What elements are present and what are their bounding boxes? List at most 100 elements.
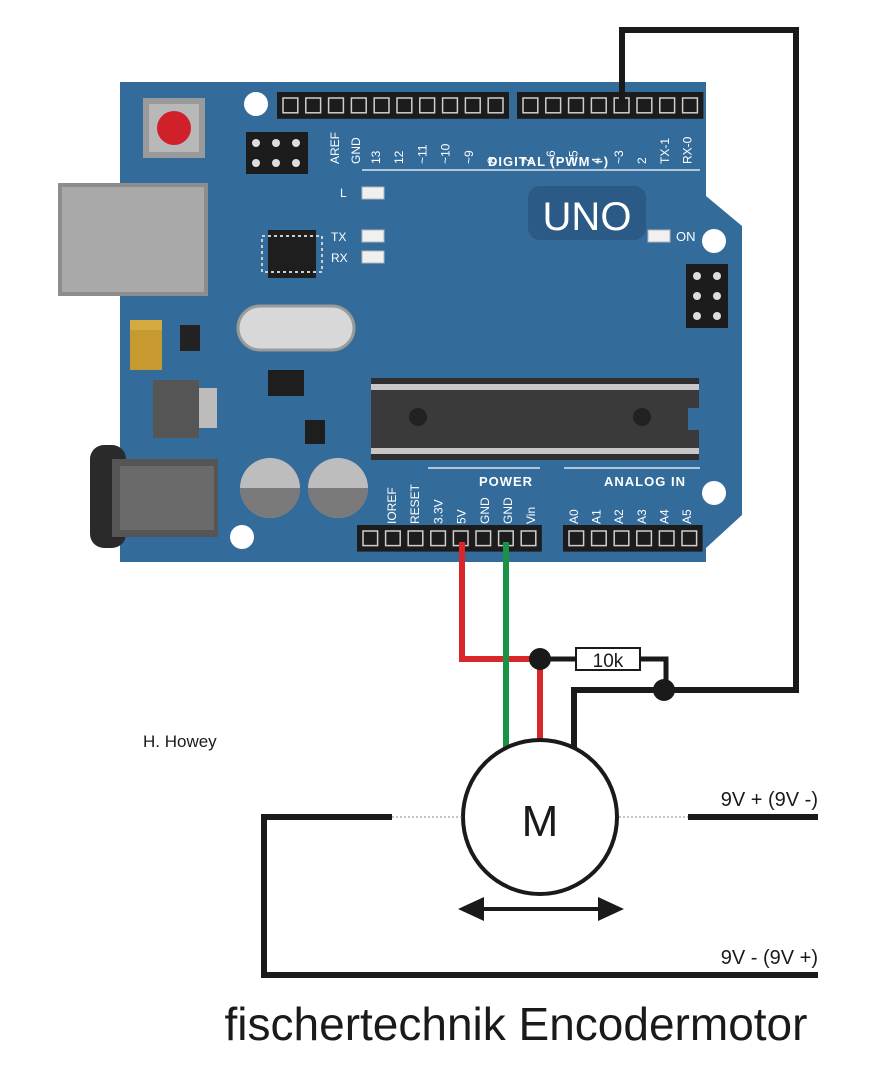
- led-l: L: [340, 186, 385, 200]
- header-pin: [464, 97, 481, 114]
- digital-pin-label: ~3: [612, 150, 626, 164]
- header-pin: [636, 530, 653, 547]
- signal-wire: [619, 27, 799, 693]
- digital-pin-label: ~6: [544, 150, 558, 164]
- header-pin: [362, 530, 379, 547]
- header-pin: [659, 97, 676, 114]
- header-pin: [658, 530, 675, 547]
- small-chip: [268, 370, 304, 396]
- header-pin: [590, 530, 607, 547]
- header-strip: [357, 525, 542, 552]
- transistor: [180, 325, 200, 351]
- svg-text:L: L: [340, 186, 347, 200]
- header-pin: [567, 97, 585, 114]
- power-pin-label: GND: [478, 497, 492, 524]
- digital-header-left: [277, 92, 509, 119]
- reset-button: [143, 98, 205, 158]
- encoder-wire: [571, 687, 664, 748]
- usb-connector: [58, 183, 208, 296]
- resistor: [575, 647, 641, 671]
- mounting-hole: [702, 481, 726, 505]
- motor-label: M: [522, 797, 559, 846]
- header-strip: [277, 92, 509, 119]
- author-label: H. Howey: [143, 732, 217, 751]
- capacitor-tantalum-body: [130, 330, 162, 370]
- header-pin: [305, 97, 322, 114]
- digital-pin-label: 12: [392, 150, 406, 164]
- mounting-hole: [244, 92, 268, 116]
- header-pin: [396, 97, 413, 114]
- icsp-header: [246, 132, 308, 174]
- header-strip: [517, 92, 704, 119]
- analog-section-label: ANALOG IN: [604, 474, 686, 489]
- led-rx: RX: [331, 250, 385, 265]
- arrow-head-right: [598, 897, 624, 921]
- motor: M: [392, 738, 688, 921]
- junction-dot: [653, 679, 675, 701]
- digital-header-right: [517, 92, 704, 119]
- analog-pin-label: A1: [590, 509, 604, 524]
- digital-pin-label: ~9: [462, 150, 476, 164]
- electrolytic-capacitor: [240, 458, 300, 518]
- header-pin: [590, 97, 607, 114]
- power-pin-label: IOREF: [385, 487, 399, 524]
- digital-pin-label: RX-0: [681, 136, 695, 164]
- digital-pin-label: ~10: [439, 143, 453, 164]
- digital-pin-label: 13: [369, 150, 383, 164]
- power-pin-label: RESET: [408, 483, 422, 524]
- diagram-title: fischertechnik Encodermotor: [225, 998, 808, 1050]
- header-strip: [563, 525, 703, 552]
- header-pin: [613, 530, 630, 547]
- analog-pin-label: A0: [567, 509, 581, 524]
- header-pin: [487, 97, 504, 114]
- power-pin-label: Vin: [524, 507, 538, 524]
- wire-5v: [459, 542, 543, 744]
- svg-text:ON: ON: [676, 229, 696, 244]
- electrolytic-capacitor: [308, 458, 368, 518]
- supply-bottom-label: 9V - (9V +): [721, 947, 818, 969]
- svg-text:RX: RX: [331, 251, 348, 265]
- header-pin: [350, 97, 367, 114]
- uno-logo: UNO: [543, 195, 632, 239]
- header-pin: [568, 530, 585, 547]
- header-pin: [520, 530, 537, 547]
- atmega-microcontroller: [371, 378, 702, 460]
- header-pin: [522, 97, 539, 114]
- motor-body: [461, 738, 619, 896]
- wires: 10k: [459, 27, 799, 752]
- svg-text:TX: TX: [331, 230, 346, 244]
- analog-header: [563, 525, 703, 552]
- digital-pin-label: 4: [589, 157, 603, 164]
- header-pin: [475, 530, 492, 547]
- regulator-pins: [199, 388, 217, 428]
- header-pin: [384, 530, 401, 547]
- mounting-hole: [230, 525, 254, 549]
- header-pin: [430, 530, 447, 547]
- header-pin: [636, 97, 653, 114]
- digital-pin-label: 2: [635, 157, 649, 164]
- arrow-head-left: [458, 897, 484, 921]
- led-tx: TX: [331, 229, 385, 244]
- resistor-label: 10k: [593, 651, 624, 672]
- digital-pin-label: 7: [521, 157, 535, 164]
- header-pin: [407, 530, 424, 547]
- analog-pin-label: A2: [612, 509, 626, 524]
- header-pin: [373, 97, 390, 114]
- led-on: ON: [647, 229, 696, 244]
- usb-controller-chip: [261, 230, 323, 278]
- power-jack: [90, 445, 218, 548]
- header-pin: [419, 97, 436, 114]
- digital-pin-label: AREF: [328, 132, 342, 164]
- power-pin-label: 5V: [455, 509, 469, 524]
- power-header: [357, 525, 542, 552]
- supply-wiring: 9V + (9V -) 9V - (9V +): [261, 789, 818, 978]
- uno-logo-box: [528, 186, 646, 240]
- digital-pin-label: TX-1: [658, 138, 672, 164]
- small-transistor: [305, 420, 325, 444]
- supply-top-label: 9V + (9V -): [721, 789, 818, 811]
